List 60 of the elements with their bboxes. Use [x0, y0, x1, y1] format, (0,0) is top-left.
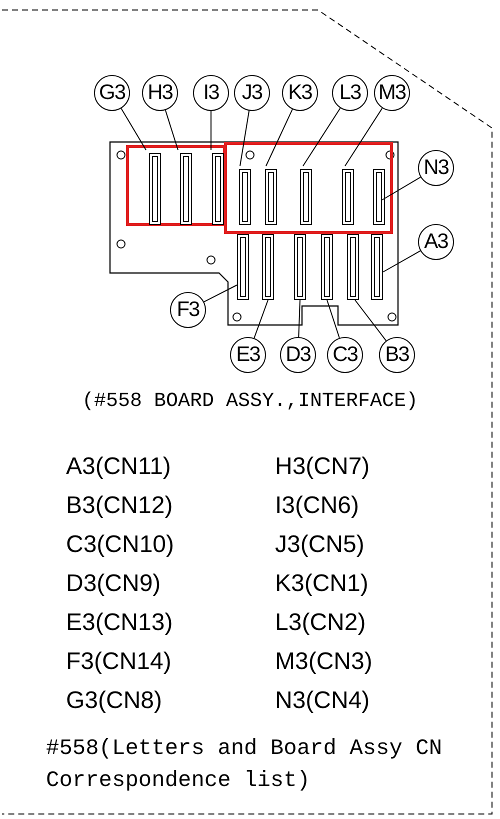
correspondence-entry: N3(CN4): [275, 687, 370, 715]
leader-line: [382, 250, 421, 272]
callout-circle: B3: [379, 337, 415, 373]
leader-line: [302, 108, 341, 166]
connector-drawing: [347, 234, 359, 300]
correspondence-entry: B3(CN12): [66, 492, 173, 520]
leader-line: [254, 300, 268, 339]
connector-drawing: [239, 169, 251, 225]
correspondence-entry: I3(CN6): [275, 492, 360, 520]
correspondence-entry: D3(CN9): [66, 570, 161, 598]
correspondence-entry: J3(CN5): [275, 531, 364, 559]
connector-drawing: [300, 169, 312, 225]
highlight-frame: [126, 145, 226, 226]
connector-drawing: [294, 234, 306, 300]
connector-drawing: [212, 153, 224, 225]
correspondence-entry: K3(CN1): [275, 570, 368, 598]
caption: #558(Letters and Board Assy CN Correspondence list): [46, 735, 444, 795]
correspondence-entry: E3(CN13): [66, 609, 173, 637]
leader-line: [240, 110, 250, 166]
correspondence-entry: C3(CN10): [66, 531, 174, 559]
callout-circle: E3: [230, 337, 266, 373]
callout-circle: K3: [282, 75, 318, 111]
callout-circle: J3: [234, 75, 270, 111]
connector-drawing: [262, 234, 274, 300]
connector-drawing: [265, 169, 277, 225]
connector-drawing: [149, 153, 161, 225]
leader-line: [382, 176, 422, 200]
connector-drawing: [321, 234, 333, 300]
callout-circle: A3: [418, 224, 454, 260]
leader-line: [344, 108, 383, 166]
correspondence-entry: A3(CN11): [66, 453, 171, 481]
callout-circle: G3: [94, 75, 130, 111]
connector-drawing: [180, 153, 192, 225]
highlight-frame: [224, 142, 393, 234]
callout-circle: H3: [142, 75, 178, 111]
leader-line: [164, 110, 178, 150]
connector-drawing: [342, 169, 354, 225]
callout-circle: L3: [332, 75, 368, 111]
drawing-title: (#558 BOARD ASSY.,INTERFACE): [80, 390, 420, 413]
leader-line: [120, 108, 146, 150]
correspondence-entry: M3(CN3): [275, 648, 372, 676]
callout-circle: I3: [193, 75, 229, 111]
callout-circle: F3: [170, 292, 206, 328]
correspondence-entry: G3(CN8): [66, 687, 162, 715]
leader-line: [354, 300, 387, 342]
connector-drawing: [373, 169, 385, 225]
leader-line: [326, 300, 340, 338]
callout-circle: N3: [418, 150, 454, 186]
correspondence-entry: L3(CN2): [275, 609, 366, 637]
correspondence-entry: H3(CN7): [275, 453, 370, 481]
connector-drawing: [237, 234, 249, 300]
leader-line: [204, 284, 238, 302]
callout-circle: C3: [327, 337, 363, 373]
callout-circle: D3: [280, 337, 316, 373]
leader-line: [266, 108, 293, 166]
callout-circle: M3: [374, 75, 410, 111]
leader-line: [210, 110, 212, 150]
correspondence-entry: F3(CN14): [66, 648, 172, 676]
leader-line: [298, 300, 300, 338]
connector-drawing: [371, 234, 383, 300]
